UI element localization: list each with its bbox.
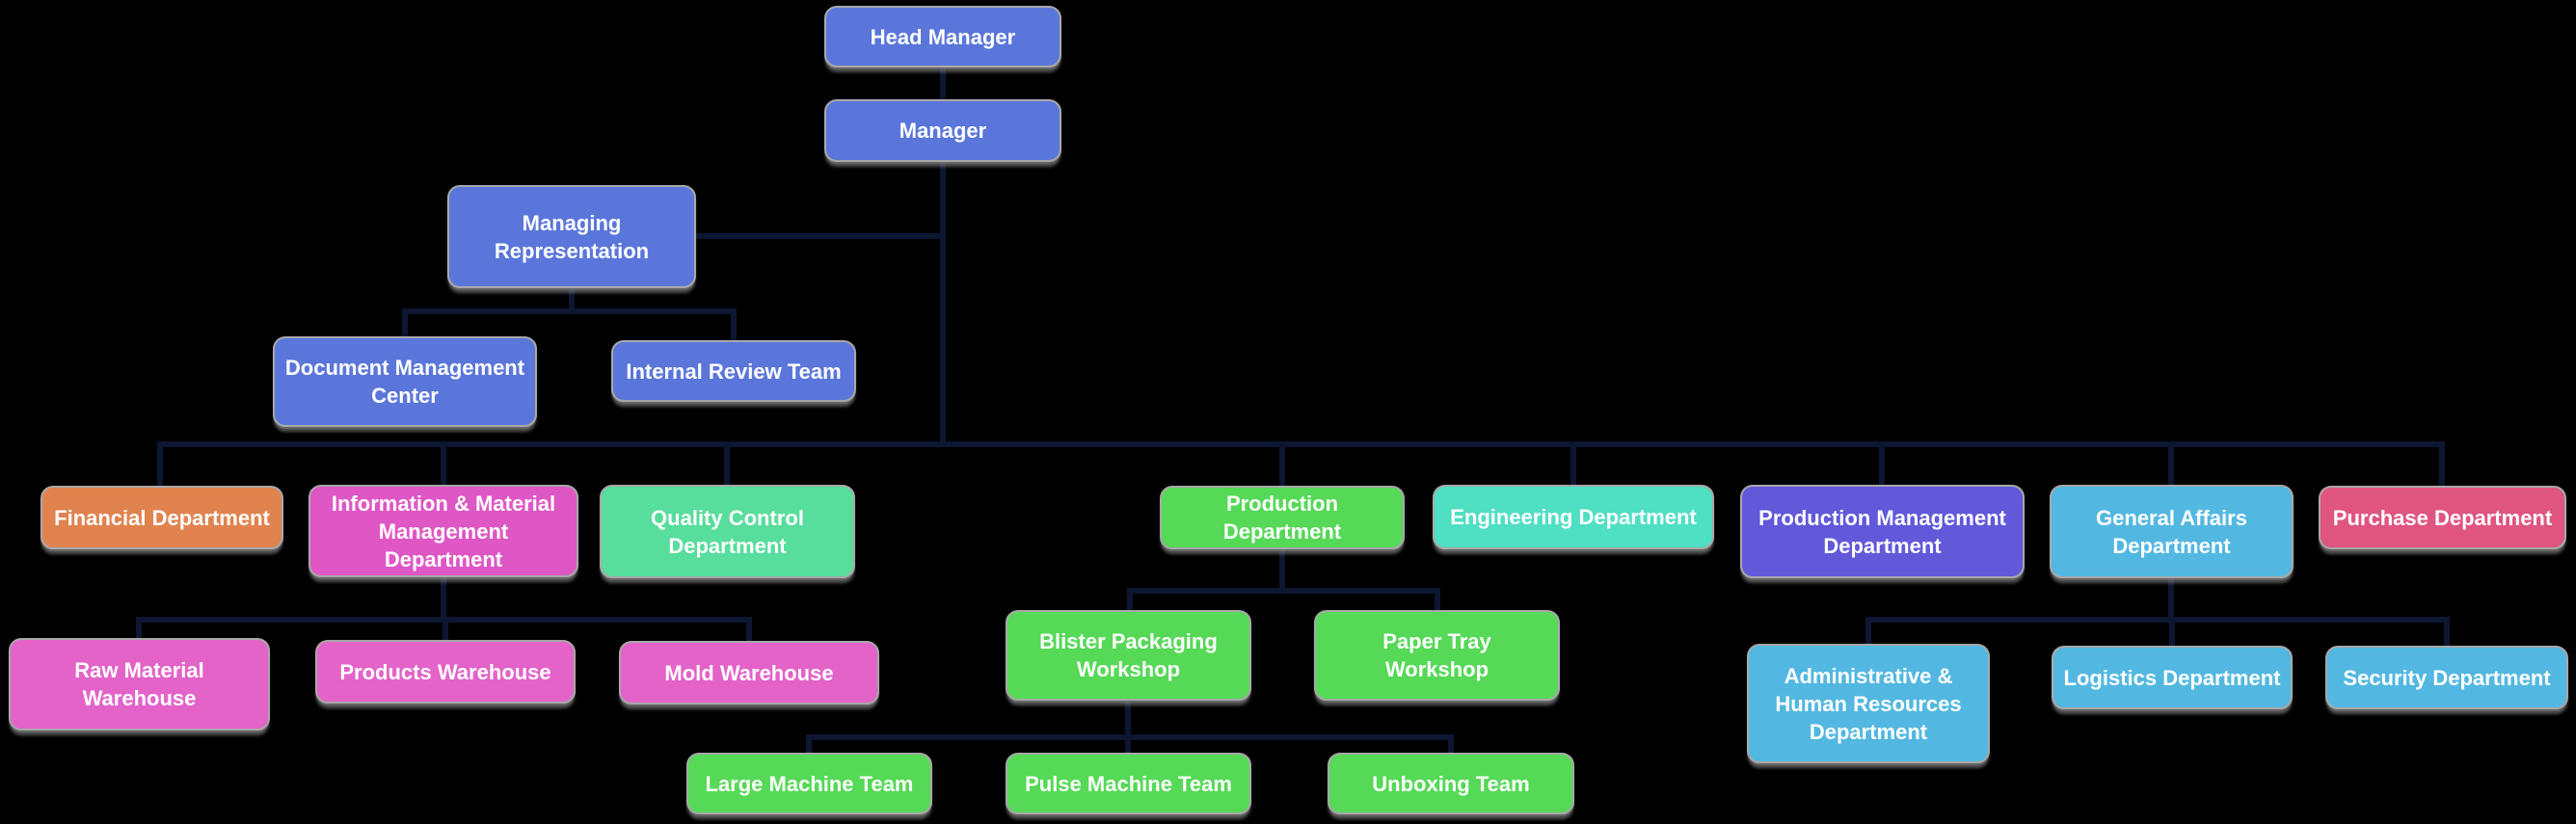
org-node-label: Head Manager xyxy=(870,24,1016,49)
org-node-label: Document Management Center xyxy=(284,356,525,408)
org-node-managing-representation: Managing Representation xyxy=(447,185,696,288)
org-node-security-department: Security Department xyxy=(2325,646,2568,709)
org-node-purchase-department: Purchase Department xyxy=(2319,486,2566,549)
org-node-manager: Manager xyxy=(824,99,1061,162)
org-node-label: Engineering Department xyxy=(1450,505,1697,529)
org-node-production-management-department: Production Management Department xyxy=(1740,485,2025,578)
org-node-large-machine-team: Large Machine Team xyxy=(686,753,932,814)
org-node-label: Quality Control Department xyxy=(651,505,804,558)
org-node-products-warehouse: Products Warehouse xyxy=(315,640,576,704)
org-node-label: Information & Material Management Depart… xyxy=(331,491,556,571)
org-node-financial-department: Financial Department xyxy=(40,486,283,549)
org-node-info-material-department: Information & Material Management Depart… xyxy=(309,485,578,577)
org-node-quality-control-department: Quality Control Department xyxy=(600,485,855,578)
org-node-label: Products Warehouse xyxy=(339,659,551,684)
org-node-label: Unboxing Team xyxy=(1372,771,1530,796)
org-node-internal-review-team: Internal Review Team xyxy=(611,340,856,402)
org-node-label: General Affairs Department xyxy=(2096,505,2247,558)
org-node-label: Blister Packaging Workshop xyxy=(1039,629,1218,681)
org-node-unboxing-team: Unboxing Team xyxy=(1328,753,1574,814)
org-node-paper-tray-workshop: Paper Tray Workshop xyxy=(1314,610,1560,701)
org-node-label: Paper Tray Workshop xyxy=(1382,629,1491,681)
org-node-logistics-department: Logistics Department xyxy=(2052,646,2293,709)
org-node-mold-warehouse: Mold Warehouse xyxy=(619,641,879,704)
org-node-label: Security Department xyxy=(2343,665,2551,690)
org-node-label: Mold Warehouse xyxy=(664,660,834,685)
org-node-head-manager: Head Manager xyxy=(824,6,1061,67)
org-node-production-department: Production Department xyxy=(1160,486,1405,549)
org-node-label: Pulse Machine Team xyxy=(1025,771,1232,796)
org-node-pulse-machine-team: Pulse Machine Team xyxy=(1006,753,1251,814)
org-node-label: Manager xyxy=(899,119,987,143)
org-node-admin-hr-department: Administrative & Human Resources Departm… xyxy=(1747,644,1990,763)
org-node-label: Large Machine Team xyxy=(705,771,914,796)
org-node-label: Internal Review Team xyxy=(626,359,842,384)
org-node-label: Financial Department xyxy=(54,505,270,530)
org-node-label: Logistics Department xyxy=(2063,665,2281,690)
org-node-label: Raw Material Warehouse xyxy=(74,658,204,710)
org-node-document-management-center: Document Management Center xyxy=(273,336,537,427)
org-node-label: Production Management Department xyxy=(1758,505,2006,558)
org-node-label: Purchase Department xyxy=(2332,505,2553,530)
org-node-engineering-department: Engineering Department xyxy=(1433,485,1714,549)
org-node-label: Managing Representation xyxy=(494,210,650,263)
org-node-label: Administrative & Human Resources Departm… xyxy=(1775,663,1962,744)
org-node-label: Production Department xyxy=(1222,492,1342,544)
org-node-general-affairs-department: General Affairs Department xyxy=(2050,485,2294,578)
org-node-raw-material-warehouse: Raw Material Warehouse xyxy=(9,638,270,731)
org-node-blister-packaging-workshop: Blister Packaging Workshop xyxy=(1006,610,1251,701)
